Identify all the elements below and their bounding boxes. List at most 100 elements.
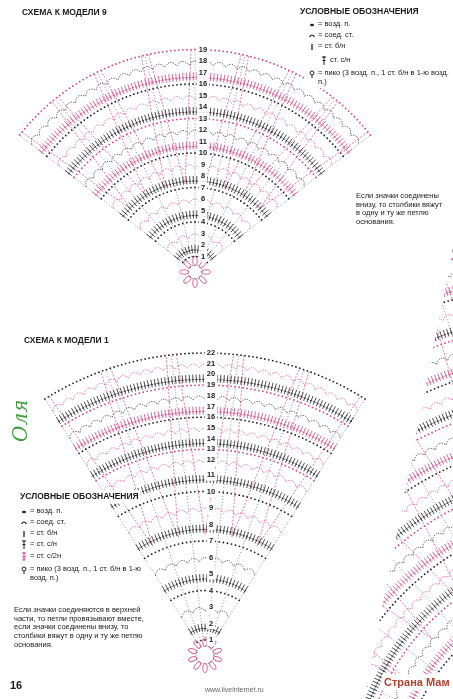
- chain-stitch: [360, 581, 362, 583]
- chain-stitch: [246, 387, 248, 389]
- chain-stitch: [315, 177, 317, 179]
- chain-stitch: [194, 221, 196, 223]
- chain-stitch: [374, 373, 376, 375]
- chain-row: [213, 396, 453, 699]
- chain-stitch: [148, 89, 150, 91]
- chain-stitch: [295, 366, 297, 368]
- chain-stitch: [177, 596, 179, 598]
- chain-stitch: [189, 553, 191, 555]
- chart-strokes: [19, 49, 453, 699]
- chain-stitch: [277, 65, 279, 67]
- chain-stitch: [372, 466, 374, 468]
- chain-stitch: [254, 525, 256, 527]
- chain-stitch: [190, 645, 192, 647]
- chain-stitch: [170, 227, 172, 229]
- chain-stitch: [370, 632, 372, 634]
- chain-stitch: [285, 106, 287, 108]
- chain-stitch: [229, 194, 231, 196]
- chain-stitch: [192, 418, 194, 420]
- chain-stitch: [317, 362, 319, 364]
- chain-stitch: [326, 92, 328, 94]
- chain-stitch: [274, 393, 276, 395]
- chain-stitch: [180, 570, 182, 572]
- chain-stitch: [340, 441, 342, 443]
- chain-stitch: [89, 159, 91, 161]
- chain-stitch: [379, 461, 381, 463]
- row-number: 18: [199, 57, 207, 65]
- chain-stitch: [137, 167, 139, 169]
- chain-stitch: [120, 466, 122, 468]
- chain-stitch: [202, 532, 204, 534]
- chain-stitch: [413, 639, 415, 641]
- row-number: 6: [209, 554, 213, 562]
- petal: [193, 257, 197, 266]
- chain-stitch: [164, 420, 166, 422]
- chain-stitch: [254, 57, 256, 59]
- chain-stitch: [263, 353, 265, 355]
- chain-stitch: [188, 257, 190, 259]
- chain-stitch: [314, 364, 316, 366]
- chain-stitch: [217, 449, 219, 451]
- chain-stitch: [145, 90, 147, 92]
- chain-stitch: [344, 488, 346, 490]
- chain-stitch: [269, 398, 271, 400]
- chain-stitch: [246, 496, 248, 498]
- chain-stitch: [220, 85, 222, 87]
- chain-stitch: [98, 371, 100, 373]
- chain-stitch: [164, 355, 166, 357]
- chain-stitch: [248, 91, 250, 93]
- chain-stitch: [293, 607, 295, 609]
- chain-stitch: [233, 642, 235, 644]
- chain-stitch: [176, 119, 178, 121]
- chain-stitch: [218, 227, 220, 229]
- chain-stitch: [129, 428, 131, 430]
- petal: [208, 661, 217, 671]
- chain-stitch: [313, 173, 315, 175]
- chain-stitch: [331, 619, 333, 621]
- chain-stitch: [417, 439, 419, 441]
- chain-stitch: [218, 50, 220, 52]
- chain-stitch: [202, 615, 204, 617]
- chain-stitch: [299, 688, 301, 690]
- chain-stitch: [430, 568, 432, 570]
- chain-stitch: [441, 385, 443, 387]
- chain-stitch: [321, 376, 323, 378]
- chain-stitch: [298, 600, 300, 602]
- chain-stitch: [387, 411, 389, 413]
- chain-stitch: [336, 613, 338, 615]
- chain-stitch: [256, 357, 258, 359]
- chain-stitch: [265, 503, 267, 505]
- chain-stitch: [253, 599, 255, 601]
- chain-stitch: [250, 497, 252, 499]
- chain-stitch: [174, 439, 176, 441]
- chart-title: СХЕМА К МОДЕЛИ 1: [24, 336, 109, 346]
- chain-stitch: [273, 63, 275, 65]
- chain-stitch: [58, 390, 60, 392]
- chain-stitch: [151, 160, 153, 162]
- chain-stitch: [362, 335, 364, 337]
- chain-stitch: [178, 224, 180, 226]
- chain-stitch: [87, 376, 89, 378]
- chain-stitch: [108, 189, 110, 191]
- chain-stitch: [128, 219, 130, 221]
- chain-stitch: [296, 696, 298, 698]
- chain-stitch: [114, 101, 116, 103]
- arch-row: [168, 234, 223, 251]
- chain-stitch: [344, 423, 346, 425]
- chain-stitch: [247, 609, 249, 611]
- chain-stitch: [353, 531, 355, 533]
- chain-stitch: [218, 684, 220, 686]
- chain-stitch: [220, 353, 222, 355]
- chain-stitch: [236, 552, 238, 554]
- chain-stitch: [268, 657, 270, 659]
- chain-stitch: [154, 52, 156, 54]
- chain-stitch: [284, 68, 286, 70]
- chain-stitch: [347, 596, 349, 598]
- chain-stitch: [112, 142, 114, 144]
- chain-stitch: [171, 588, 173, 590]
- chain-stitch: [164, 121, 166, 123]
- chain-stitch: [313, 443, 315, 445]
- chain-stitch: [291, 515, 293, 517]
- chain-stitch: [324, 454, 326, 456]
- chain-stitch: [220, 389, 222, 391]
